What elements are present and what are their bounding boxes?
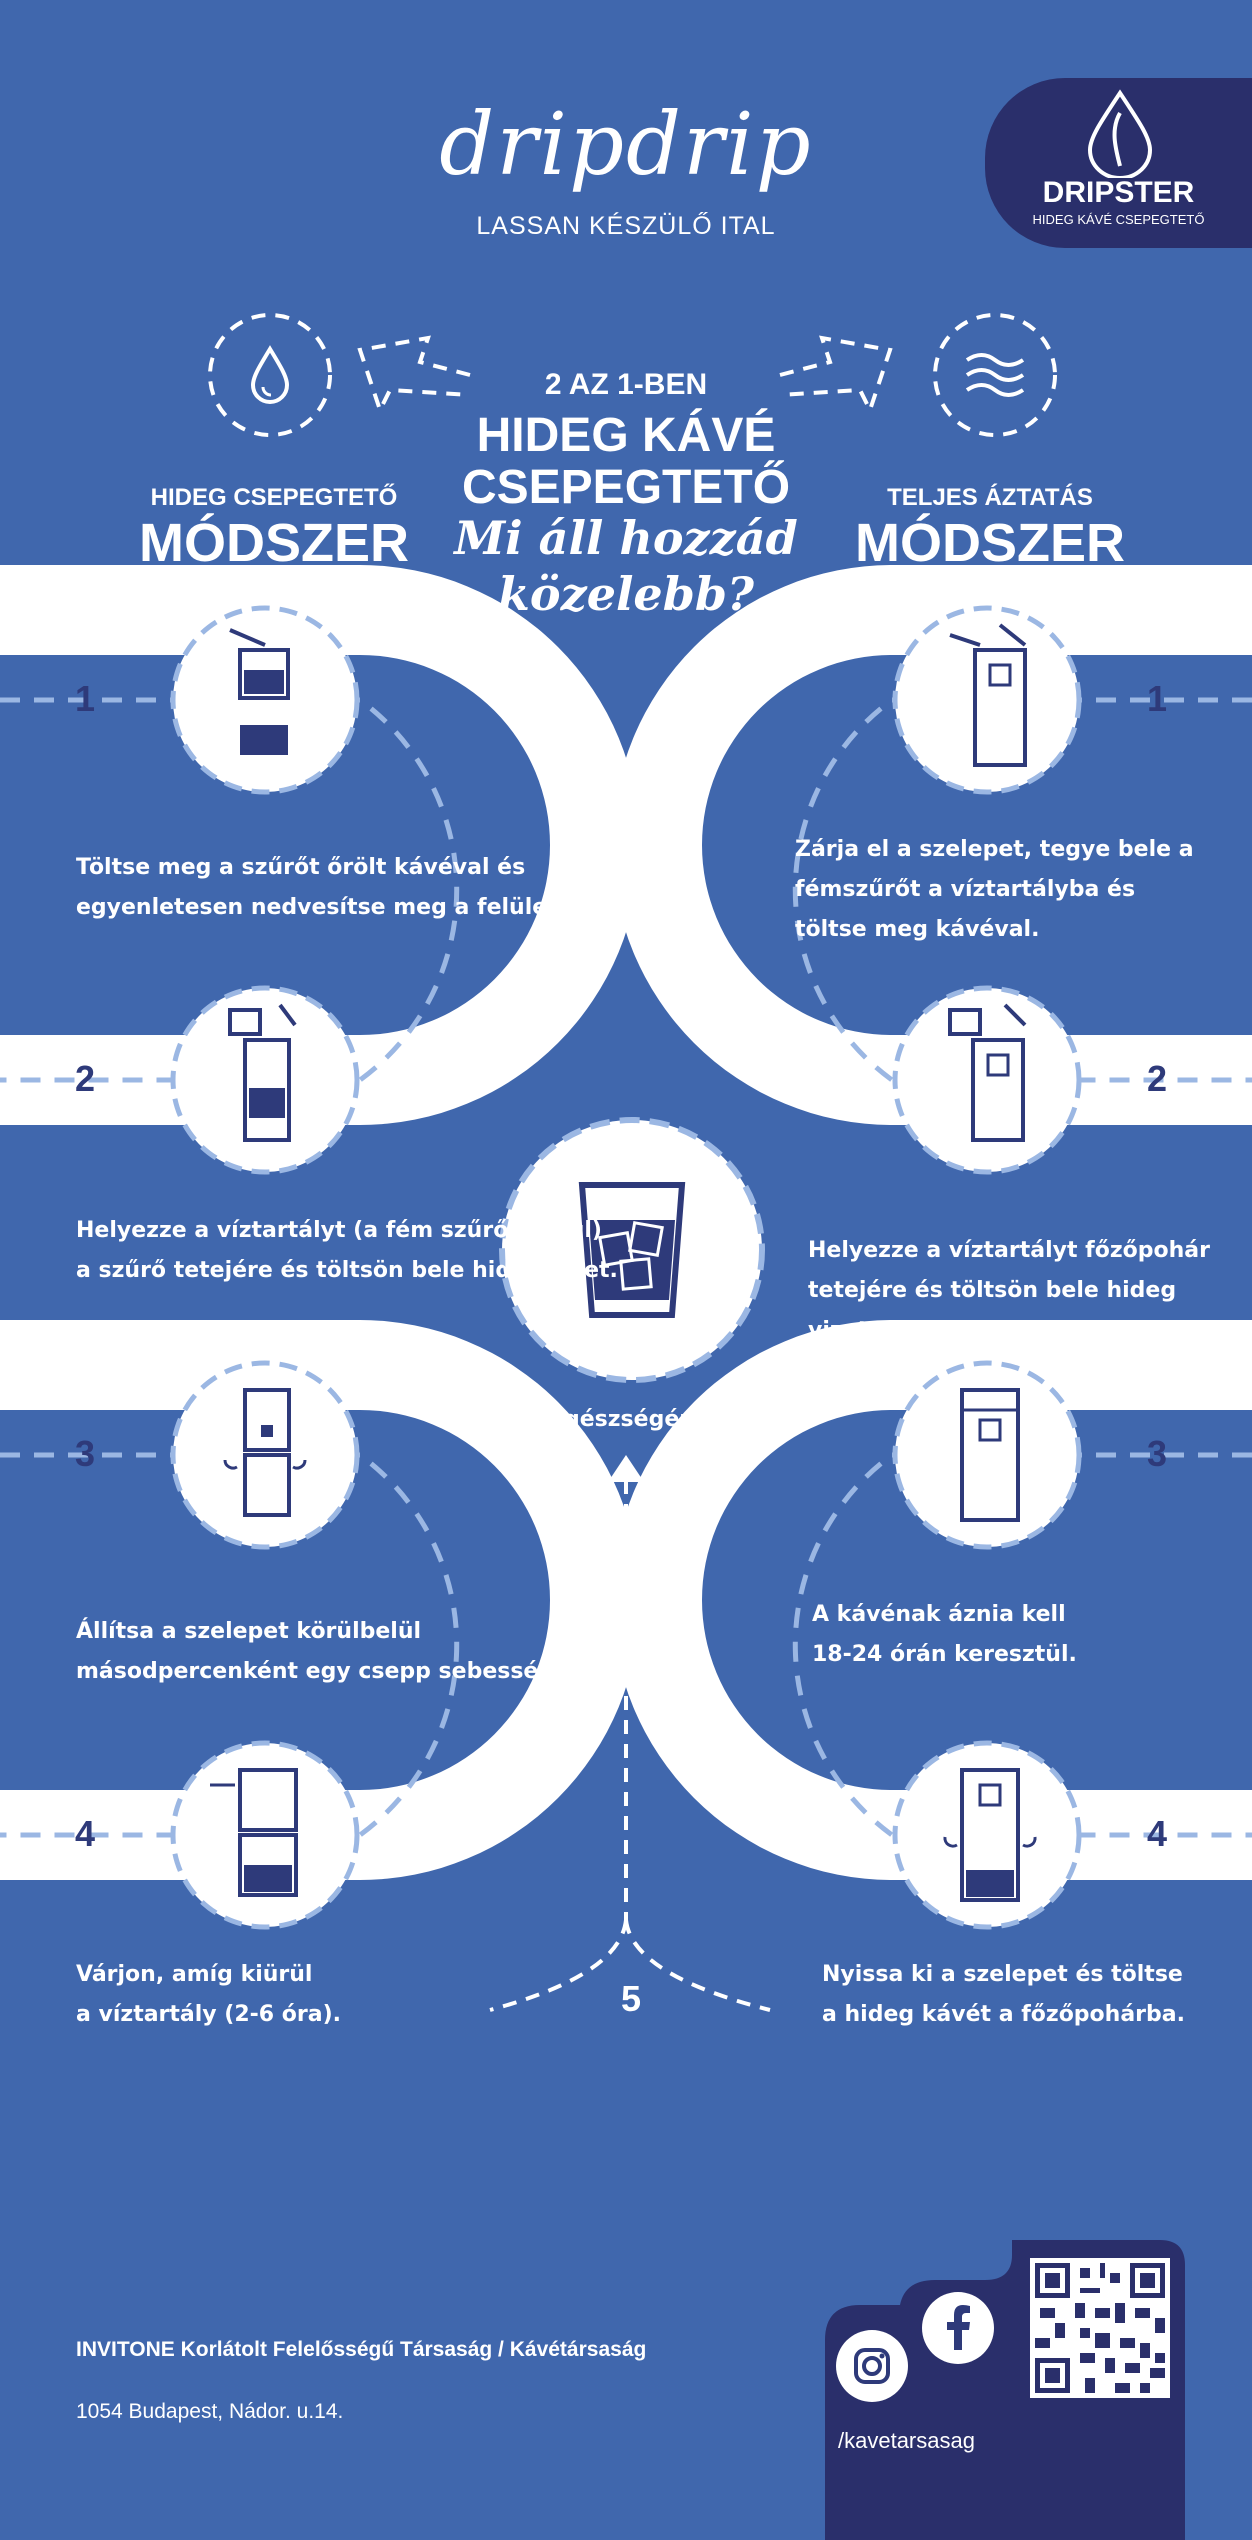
left-method-label: HIDEG CSEPEGTETŐ — [150, 484, 398, 511]
step-text-line: Helyezze a víztartályt (a fém szűrő nélk… — [76, 1218, 602, 1243]
company-address: 1054 Budapest, Nádor. u.14. — [76, 2400, 344, 2423]
social-handle[interactable]: /kavetarsasag — [838, 2428, 975, 2453]
step-text-line: tetejére és töltsön bele hideg vizet. — [808, 1278, 1177, 1343]
qr-code-icon — [1035, 2263, 1165, 2393]
step-text-line: A kávénak áznia kell — [812, 1602, 1066, 1627]
right-step-number: 3 — [1146, 1433, 1168, 1474]
facebook-button[interactable] — [922, 2292, 994, 2364]
pour-water-left-icon — [228, 1003, 297, 1142]
cheers-label: Egészségére! — [548, 1407, 716, 1432]
step-text-line: a szűrő tetejére és töltsön bele hideg v… — [76, 1258, 618, 1283]
left-step-number: 2 — [74, 1058, 96, 1099]
tagline: LASSAN KÉSZÜLŐ ITAL — [476, 212, 776, 240]
valve-adjust-left-icon — [223, 1388, 307, 1517]
pour-water-right-icon — [948, 1003, 1027, 1142]
step-text-line: Nyissa ki a szelepet és töltse — [822, 1962, 1183, 1987]
left-method-title: MÓDSZER — [139, 513, 409, 573]
step-text-line: a víztartály (2-6 óra). — [76, 2002, 341, 2027]
right-method-label: TELJES ÁZTATÁS — [887, 484, 1093, 511]
instagram-button[interactable] — [836, 2330, 908, 2402]
step-text-line: 18-24 órán keresztül. — [812, 1642, 1077, 1667]
instagram-icon — [854, 2348, 890, 2384]
brand-title: dripdrip — [439, 95, 813, 195]
center-question-line1: Mi áll hozzád — [454, 511, 798, 565]
left-step-3-text: Állítsa a szelepet körülbelül másodperce… — [76, 1612, 588, 1692]
wait-drip-left-icon — [210, 1768, 298, 1897]
company-name: INVITONE Korlátolt Felelősségű Társaság … — [76, 2338, 647, 2361]
left-step-number: 3 — [74, 1433, 96, 1474]
open-valve-right-icon — [943, 1768, 1037, 1902]
left-step-number: 1 — [74, 678, 96, 719]
center-line2: HIDEG KÁVÉ — [476, 409, 776, 462]
fill-coffee-right-icon — [949, 623, 1027, 767]
iced-coffee-glass-icon — [578, 1182, 686, 1318]
drop-logo-icon — [1087, 89, 1153, 178]
left-step-4-text: Várjon, amíg kiürül a víztartály (2-6 ór… — [76, 1955, 341, 2035]
right-step-4-text: Nyissa ki a szelepet és töltse a hideg k… — [822, 1955, 1185, 2035]
step-text-line: Zárja el a szelepet, tegye bele a — [795, 837, 1194, 862]
step-text-line: egyenletesen nedvesítse meg a felületet. — [76, 895, 592, 920]
center-question-line2: közelebb? — [498, 567, 754, 621]
step-text-line: Helyezze a víztartályt főzőpohár — [808, 1238, 1210, 1263]
final-step-number: 5 — [620, 1978, 642, 2019]
step-text-line: másodpercenként egy csepp sebességre. — [76, 1659, 589, 1684]
qr-code[interactable] — [1030, 2258, 1170, 2398]
facebook-icon — [947, 2305, 970, 2350]
coffee-beans-waves-icon — [965, 353, 1025, 397]
right-step-1-text: Zárja el a szelepet, tegye bele a fémszű… — [795, 830, 1194, 950]
right-step-number: 2 — [1146, 1058, 1168, 1099]
center-line1: 2 AZ 1-BEN — [544, 368, 708, 401]
step-text-line: fémszűrőt a víztartályba és — [795, 877, 1136, 902]
center-line3: CSEPEGTETŐ — [461, 461, 791, 514]
step-text-line: töltse meg kávéval. — [795, 917, 1040, 942]
step-text-line: a hideg kávét a főzőpohárba. — [822, 2002, 1185, 2027]
step-text-line: Várjon, amíg kiürül — [76, 1962, 313, 1987]
dripster-logo: DRIPSTER HIDEG KÁVÉ CSEPEGTETŐ — [985, 78, 1252, 248]
center-question: Mi áll hozzád közelebb? — [430, 510, 822, 622]
right-step-3-text: A kávénak áznia kell 18-24 órán keresztü… — [812, 1595, 1077, 1675]
right-step-number: 1 — [1146, 678, 1168, 719]
right-method-title: MÓDSZER — [855, 513, 1125, 573]
water-drop-icon — [250, 345, 290, 404]
right-step-2-text: Helyezze a víztartályt főzőpohár tetejér… — [808, 1231, 1252, 1351]
logo-subtitle: HIDEG KÁVÉ CSEPEGTETŐ — [1032, 212, 1205, 227]
left-step-2-text: Helyezze a víztartályt (a fém szűrő nélk… — [76, 1211, 618, 1291]
filter-coffee-icon — [229, 628, 290, 755]
logo-title: DRIPSTER — [1042, 176, 1195, 209]
steep-right-icon — [960, 1388, 1020, 1522]
step-text-line: Töltse meg a szűrőt őrölt kávéval és — [76, 855, 526, 880]
left-step-number: 4 — [74, 1813, 96, 1854]
left-step-1-text: Töltse meg a szűrőt őrölt kávéval és egy… — [76, 848, 591, 928]
right-step-number: 4 — [1146, 1813, 1168, 1854]
step-text-line: Állítsa a szelepet körülbelül — [76, 1619, 422, 1644]
